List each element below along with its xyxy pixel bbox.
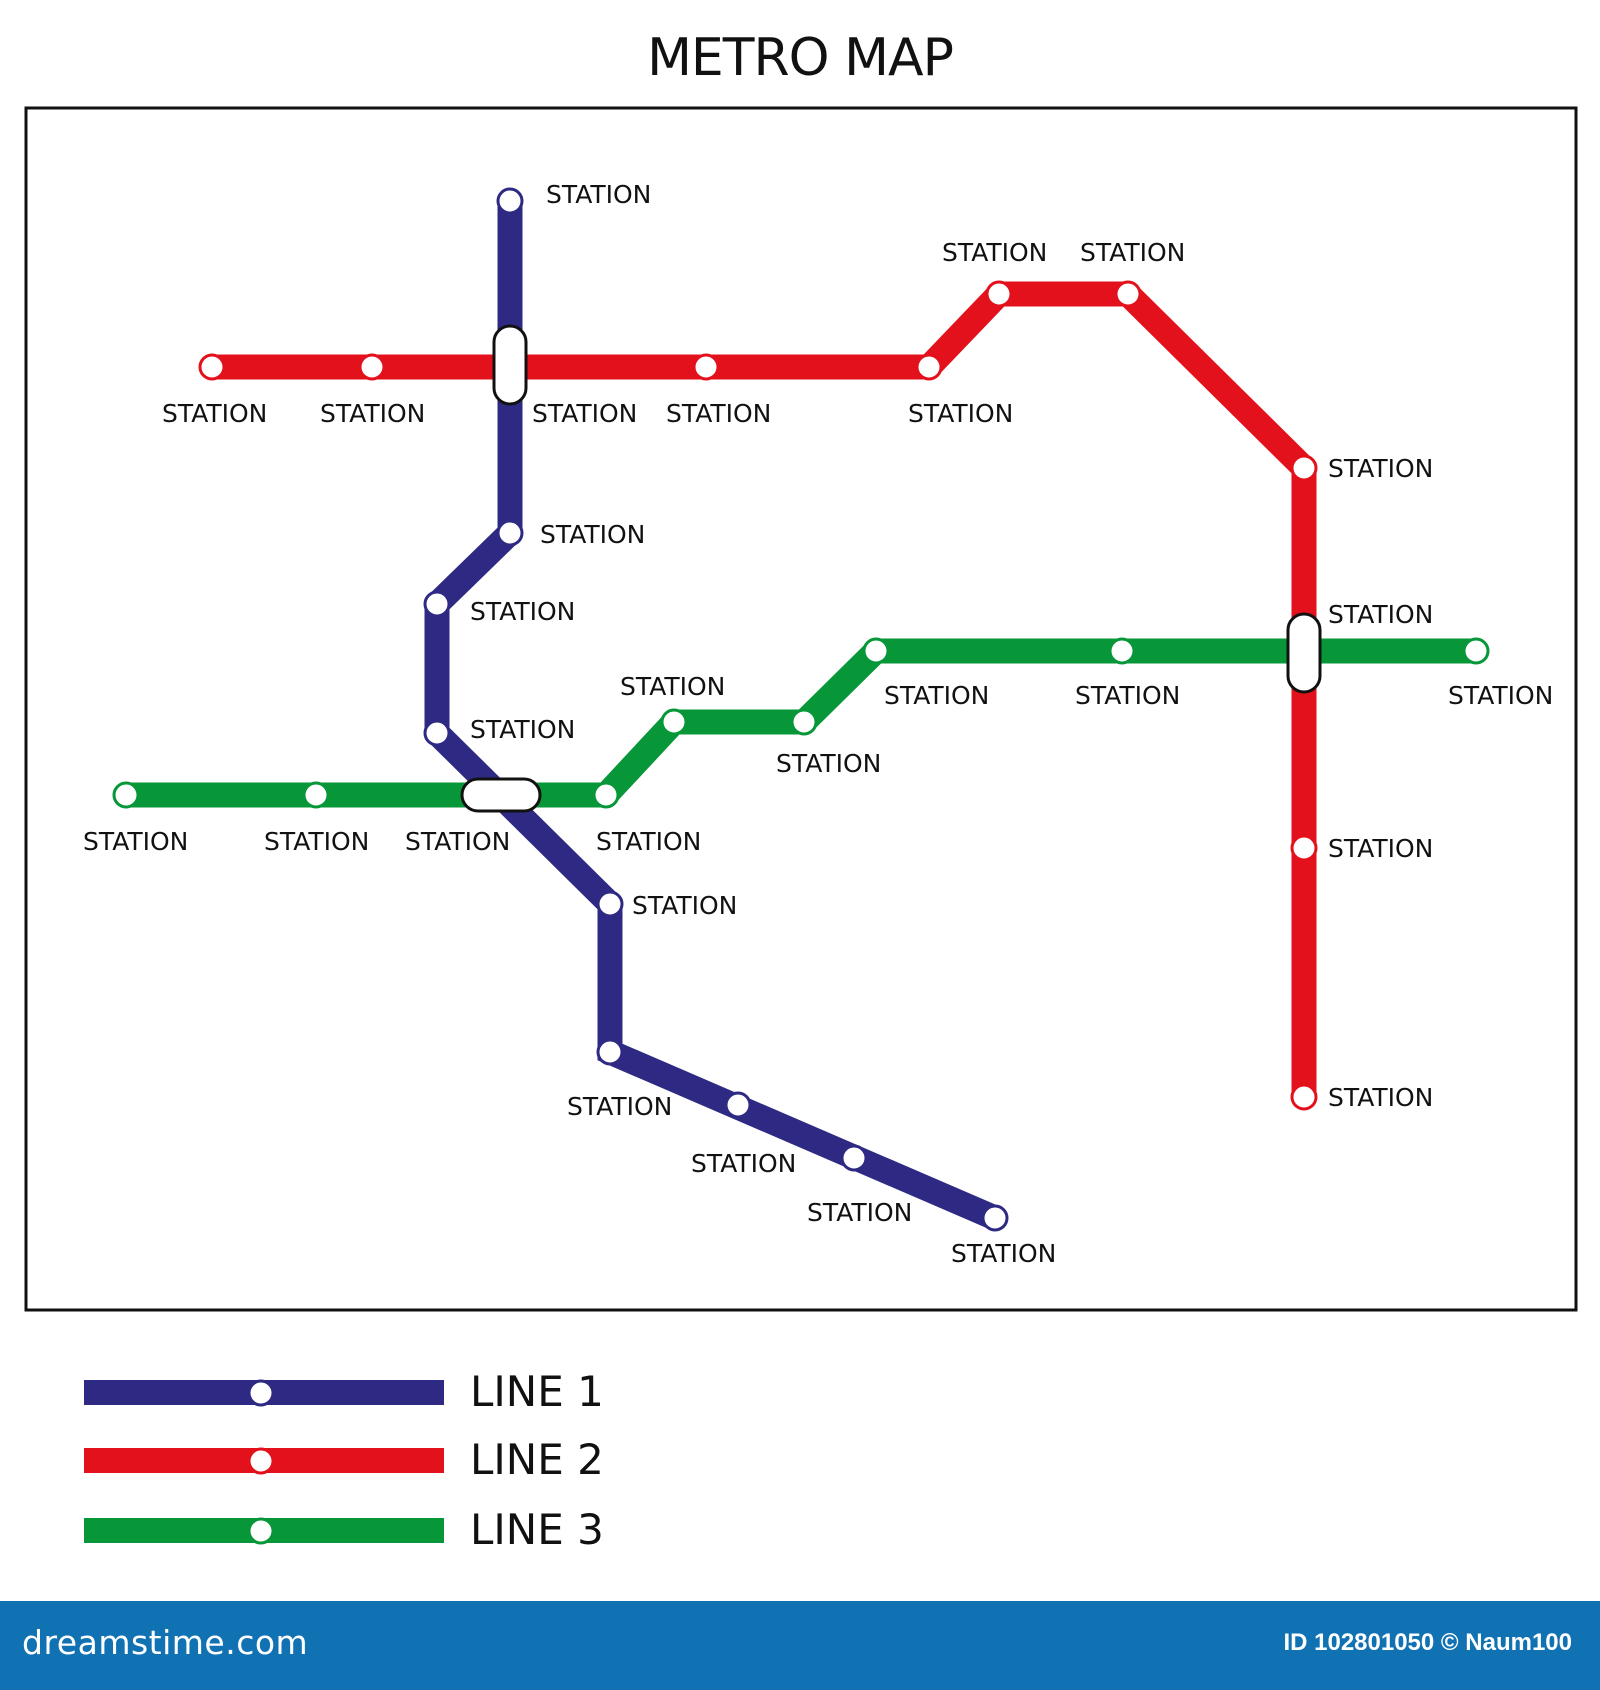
station-label: STATION: [1328, 1083, 1433, 1112]
station-label: STATION: [1328, 600, 1433, 629]
legend-label: LINE 2: [470, 1435, 604, 1484]
station-node[interactable]: [1290, 454, 1318, 482]
station-label: STATION: [691, 1149, 796, 1178]
legend-line-3: LINE 3: [84, 1505, 604, 1554]
station-label: STATION: [83, 827, 188, 856]
footer-brand: dreamstime.com: [22, 1623, 309, 1662]
station-node[interactable]: [112, 781, 140, 809]
legend-line-2: LINE 2: [84, 1435, 604, 1484]
station-node[interactable]: [1290, 1083, 1318, 1111]
station-node[interactable]: [358, 353, 386, 381]
station-node[interactable]: [198, 353, 226, 381]
station-label: STATION: [1075, 681, 1180, 710]
line-1-stations: [423, 187, 1009, 1232]
station-label: STATION: [596, 827, 701, 856]
station-node[interactable]: [1108, 637, 1136, 665]
station-label: STATION: [807, 1198, 912, 1227]
station-label: STATION: [540, 520, 645, 549]
legend-line-1: LINE 1: [84, 1367, 604, 1416]
interchange-node[interactable]: [460, 777, 542, 813]
station-label: STATION: [264, 827, 369, 856]
station-node[interactable]: [790, 708, 818, 736]
station-label: STATION: [546, 180, 651, 209]
station-label: STATION: [470, 715, 575, 744]
station-label: STATION: [951, 1239, 1056, 1268]
station-label: STATION: [532, 399, 637, 428]
station-node[interactable]: [1462, 637, 1490, 665]
station-label: STATION: [666, 399, 771, 428]
station-label: STATION: [884, 681, 989, 710]
line-2-stations: [198, 280, 1318, 1111]
station-label: STATION: [1328, 834, 1433, 863]
legend-label: LINE 3: [470, 1505, 604, 1554]
station-node[interactable]: [1290, 834, 1318, 862]
station-label: STATION: [162, 399, 267, 428]
station-label: STATION: [776, 749, 881, 778]
station-node[interactable]: [724, 1091, 752, 1119]
station-label: STATION: [1328, 454, 1433, 483]
station-node[interactable]: [302, 781, 330, 809]
watermark-footer: dreamstime.com ID 102801050 © Naum100: [0, 1601, 1600, 1690]
station-node[interactable]: [496, 519, 524, 547]
station-node[interactable]: [423, 719, 451, 747]
station-node[interactable]: [1114, 280, 1142, 308]
station-node[interactable]: [840, 1144, 868, 1172]
station-label: STATION: [942, 238, 1047, 267]
station-label: STATION: [620, 672, 725, 701]
map-frame: [24, 106, 1578, 1312]
station-node[interactable]: [592, 781, 620, 809]
legend-label: LINE 1: [470, 1367, 604, 1416]
station-node[interactable]: [496, 187, 524, 215]
legend: LINE 1 LINE 2 LINE 3: [84, 1367, 604, 1554]
line-3-stations: [112, 637, 1490, 809]
station-labels: STATION STATION STATION STATION STATION …: [83, 180, 1553, 1268]
metro-map: STATION STATION STATION STATION STATION …: [24, 106, 1578, 1554]
station-node[interactable]: [423, 590, 451, 618]
station-label: STATION: [470, 597, 575, 626]
station-label: STATION: [1448, 681, 1553, 710]
station-node[interactable]: [596, 890, 624, 918]
line-2-route: [212, 281, 1317, 1097]
interchange-node[interactable]: [492, 324, 528, 406]
map-title: METRO MAP: [647, 28, 954, 88]
station-label: STATION: [567, 1092, 672, 1121]
station-label: STATION: [632, 891, 737, 920]
station-label: STATION: [1080, 238, 1185, 267]
station-label: STATION: [320, 399, 425, 428]
station-label: STATION: [908, 399, 1013, 428]
station-node[interactable]: [915, 353, 943, 381]
interchange-node[interactable]: [1286, 612, 1322, 694]
station-node[interactable]: [660, 708, 688, 736]
station-node[interactable]: [596, 1038, 624, 1066]
station-node[interactable]: [981, 1204, 1009, 1232]
station-label: STATION: [405, 827, 510, 856]
station-node[interactable]: [692, 353, 720, 381]
station-node[interactable]: [862, 637, 890, 665]
station-node[interactable]: [985, 280, 1013, 308]
footer-image-id: ID 102801050 © Naum100: [1283, 1629, 1572, 1656]
